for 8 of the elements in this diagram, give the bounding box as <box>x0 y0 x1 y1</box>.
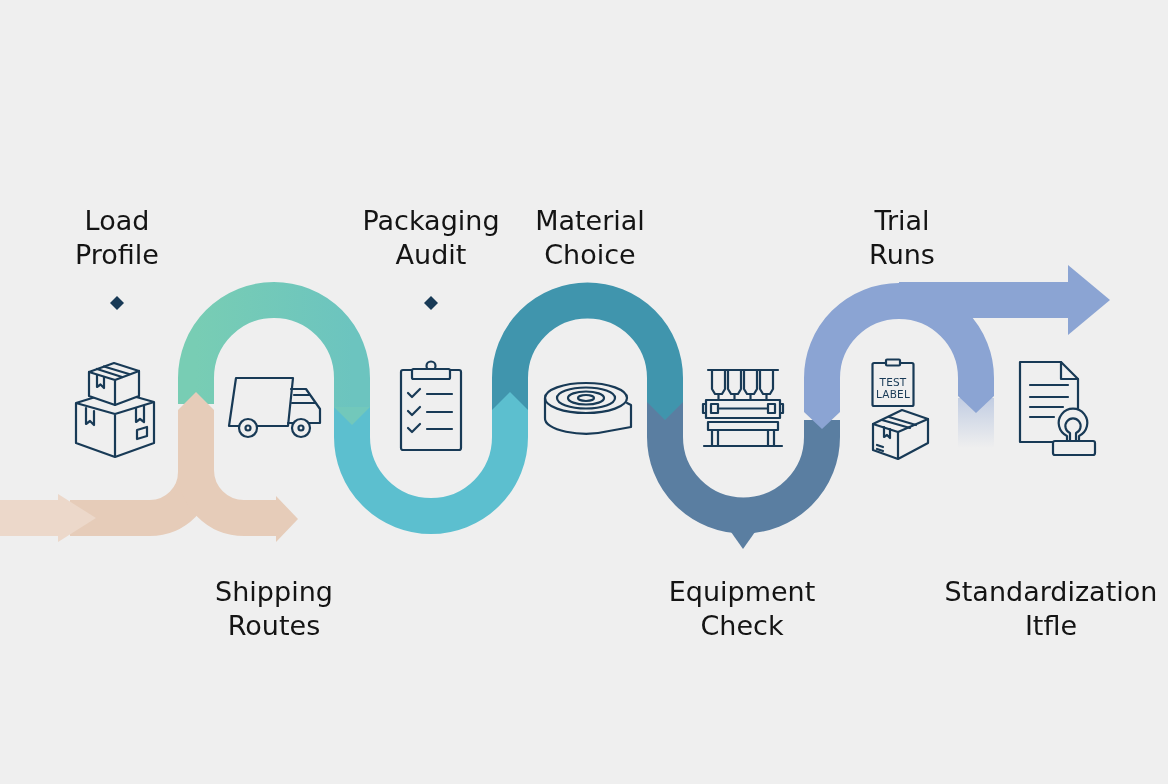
step-label: Equipment Check <box>668 575 816 643</box>
step-label: Packaging Audit <box>362 204 500 272</box>
step-label: Material Choice <box>535 204 645 272</box>
tag-text: TEST LABEL <box>876 376 910 400</box>
step-label: Load Profile <box>75 204 159 272</box>
step-label: Shipping Routes <box>215 575 333 643</box>
step-label: Trial Runs <box>869 204 935 272</box>
step-label: Standardization Itfle <box>944 575 1158 643</box>
